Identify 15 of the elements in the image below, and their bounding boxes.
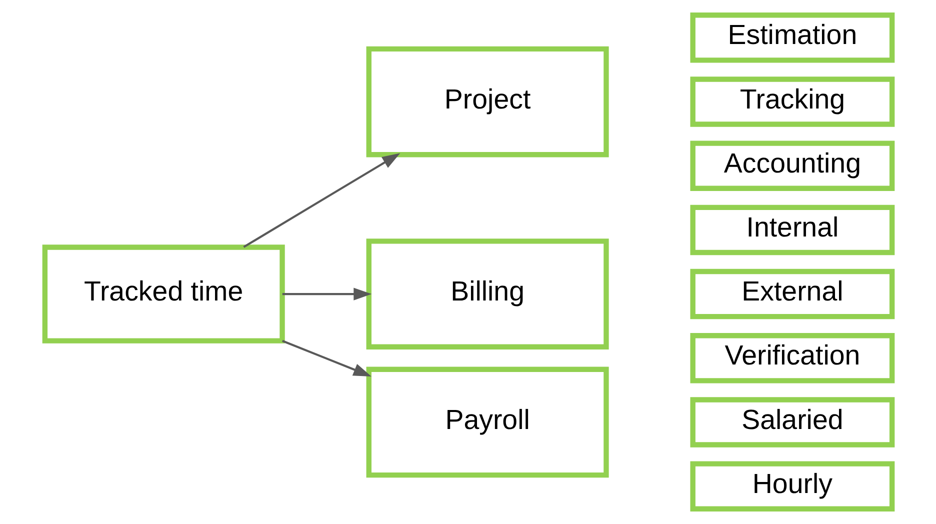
node-box: Internal: [690, 204, 894, 256]
node-box: Salaried: [690, 397, 894, 448]
node-box: Billing: [366, 238, 608, 350]
arrow: [282, 340, 371, 376]
node-box: Payroll: [366, 366, 608, 478]
node-box: Estimation: [690, 12, 894, 63]
arrow: [282, 288, 372, 300]
node-box: Accounting: [690, 140, 894, 191]
node-box: Hourly: [690, 461, 894, 512]
node-box: External: [690, 268, 894, 320]
node-box: Tracked time: [42, 244, 284, 344]
node-box: Tracking: [690, 76, 894, 127]
node-box: Verification: [690, 333, 894, 384]
arrow: [242, 153, 400, 248]
node-box: Project: [366, 46, 608, 158]
